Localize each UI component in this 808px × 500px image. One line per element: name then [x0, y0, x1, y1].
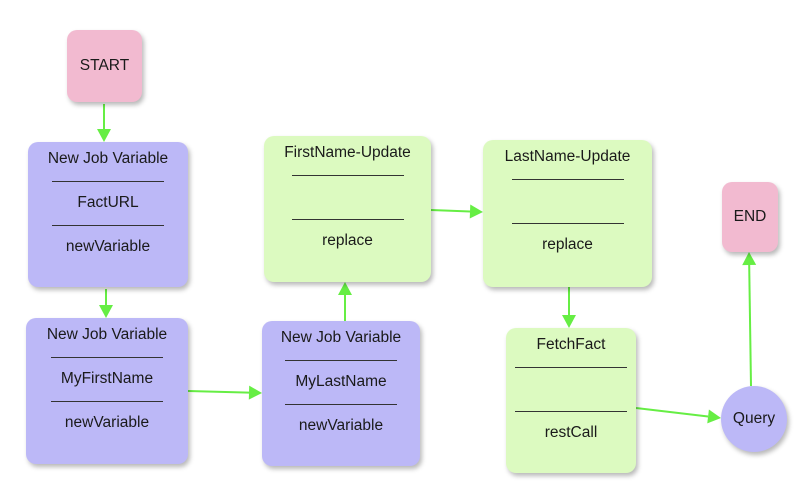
arrowhead-firstname-to-lastname	[469, 204, 483, 219]
firstname-update-node[interactable]: FirstName-Update replace	[264, 136, 431, 282]
job-variable-node-mylastname[interactable]: New Job Variable MyLastName newVariable	[262, 321, 420, 466]
edge-query-to-end	[748, 264, 752, 387]
node-type: restCall	[544, 424, 598, 441]
node-type: newVariable	[65, 238, 151, 255]
node-type: newVariable	[298, 417, 384, 434]
arrowhead-query-to-end	[742, 252, 757, 266]
separator	[28, 214, 188, 236]
separator	[262, 349, 420, 371]
node-type: replace	[322, 232, 373, 249]
query-node[interactable]: Query	[721, 386, 787, 452]
node-value: MyFirstName	[60, 370, 154, 387]
node-title: FetchFact	[536, 336, 606, 353]
arrowhead-fetchfact-to-query	[707, 409, 721, 424]
node-title: New Job Variable	[46, 326, 168, 343]
separator	[26, 390, 188, 412]
job-variable-node-myfirstname[interactable]: New Job Variable MyFirstName newVariable	[26, 318, 188, 464]
arrowhead-job1-to-job2	[99, 305, 113, 318]
separator	[506, 400, 636, 422]
separator	[26, 346, 188, 368]
node-title: New Job Variable	[47, 150, 169, 167]
end-node[interactable]: END	[722, 182, 778, 252]
query-label: Query	[732, 410, 776, 427]
start-node[interactable]: START	[67, 30, 142, 102]
fetchfact-node[interactable]: FetchFact restCall	[506, 328, 636, 473]
arrowhead-job3-to-firstname	[338, 282, 352, 295]
separator	[506, 356, 636, 378]
node-value: MyLastName	[295, 373, 387, 390]
node-value	[483, 190, 652, 212]
edge-firstname-to-lastname	[430, 209, 471, 213]
separator	[264, 208, 431, 230]
start-label: START	[79, 57, 130, 74]
edge-fetchfact-to-query	[635, 407, 709, 418]
arrowhead-start-to-job1	[97, 129, 111, 142]
node-value	[506, 378, 636, 400]
node-title: FirstName-Update	[284, 144, 411, 161]
separator	[264, 164, 431, 186]
node-value: FactURL	[77, 194, 139, 211]
lastname-update-node[interactable]: LastName-Update replace	[483, 140, 652, 287]
separator	[262, 393, 420, 415]
node-type: replace	[542, 236, 593, 253]
arrowhead-lastname-to-fetchfact	[562, 315, 576, 328]
node-type: newVariable	[64, 414, 150, 431]
node-title: New Job Variable	[280, 329, 402, 346]
separator	[483, 212, 652, 234]
edge-job2-to-job3	[187, 390, 250, 394]
separator	[483, 168, 652, 190]
end-label: END	[733, 208, 767, 225]
separator	[28, 170, 188, 192]
arrowhead-job2-to-job3	[248, 385, 262, 400]
node-value	[264, 186, 431, 208]
job-variable-node-facturl[interactable]: New Job Variable FactURL newVariable	[28, 142, 188, 287]
node-title: LastName-Update	[504, 148, 631, 165]
